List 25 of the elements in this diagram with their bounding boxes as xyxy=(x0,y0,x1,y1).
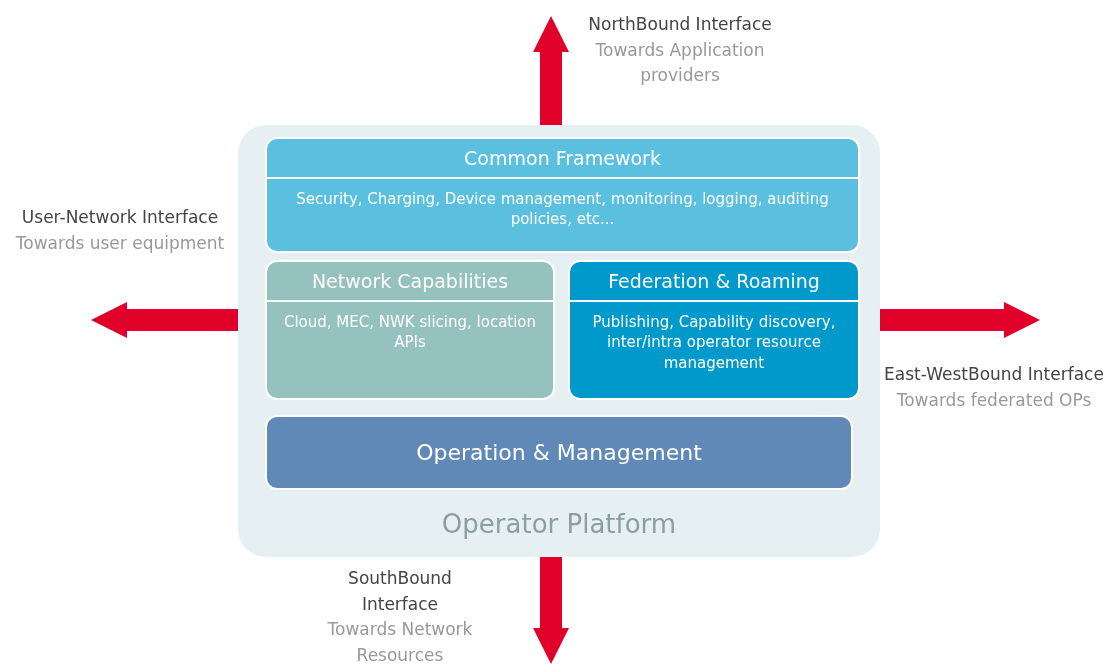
arrow xyxy=(880,302,1040,338)
panel-heading: Federation & Roaming xyxy=(570,262,858,302)
interface-name: User-Network Interface xyxy=(20,206,220,229)
layer-panel xyxy=(568,260,860,400)
panel-heading: Operation & Management xyxy=(415,439,703,467)
layer-panel xyxy=(265,260,555,400)
layer-panel xyxy=(265,137,860,253)
panel-description: Cloud, MEC, NWK slicing, location APIs xyxy=(282,312,538,354)
interface-description: Towards Application providers xyxy=(594,38,766,87)
arrow xyxy=(533,557,569,664)
panel-heading: Common Framework xyxy=(267,139,858,179)
panel-heading: Network Capabilities xyxy=(267,262,553,302)
arrow xyxy=(91,302,238,338)
platform-title: Operator Platform xyxy=(440,509,678,539)
layer-panel xyxy=(265,415,853,490)
panel-description: Publishing, Capability discovery, inter/intra operator resource management xyxy=(591,312,837,374)
interface-description: Towards Network Resources xyxy=(326,618,474,666)
interface-description: Towards user equipment xyxy=(14,231,226,255)
platform-panel xyxy=(238,125,880,557)
interface-name: SouthBound Interface xyxy=(347,567,453,616)
interface-name: East-WestBound Interface xyxy=(883,363,1105,386)
interface-description: Towards federated OPs xyxy=(895,388,1093,412)
interface-name: NorthBound Interface xyxy=(587,13,773,36)
panel-description: Security, Charging, Device management, monitoring, logging, auditing policies, etc... xyxy=(295,189,830,231)
arrow xyxy=(533,16,569,125)
